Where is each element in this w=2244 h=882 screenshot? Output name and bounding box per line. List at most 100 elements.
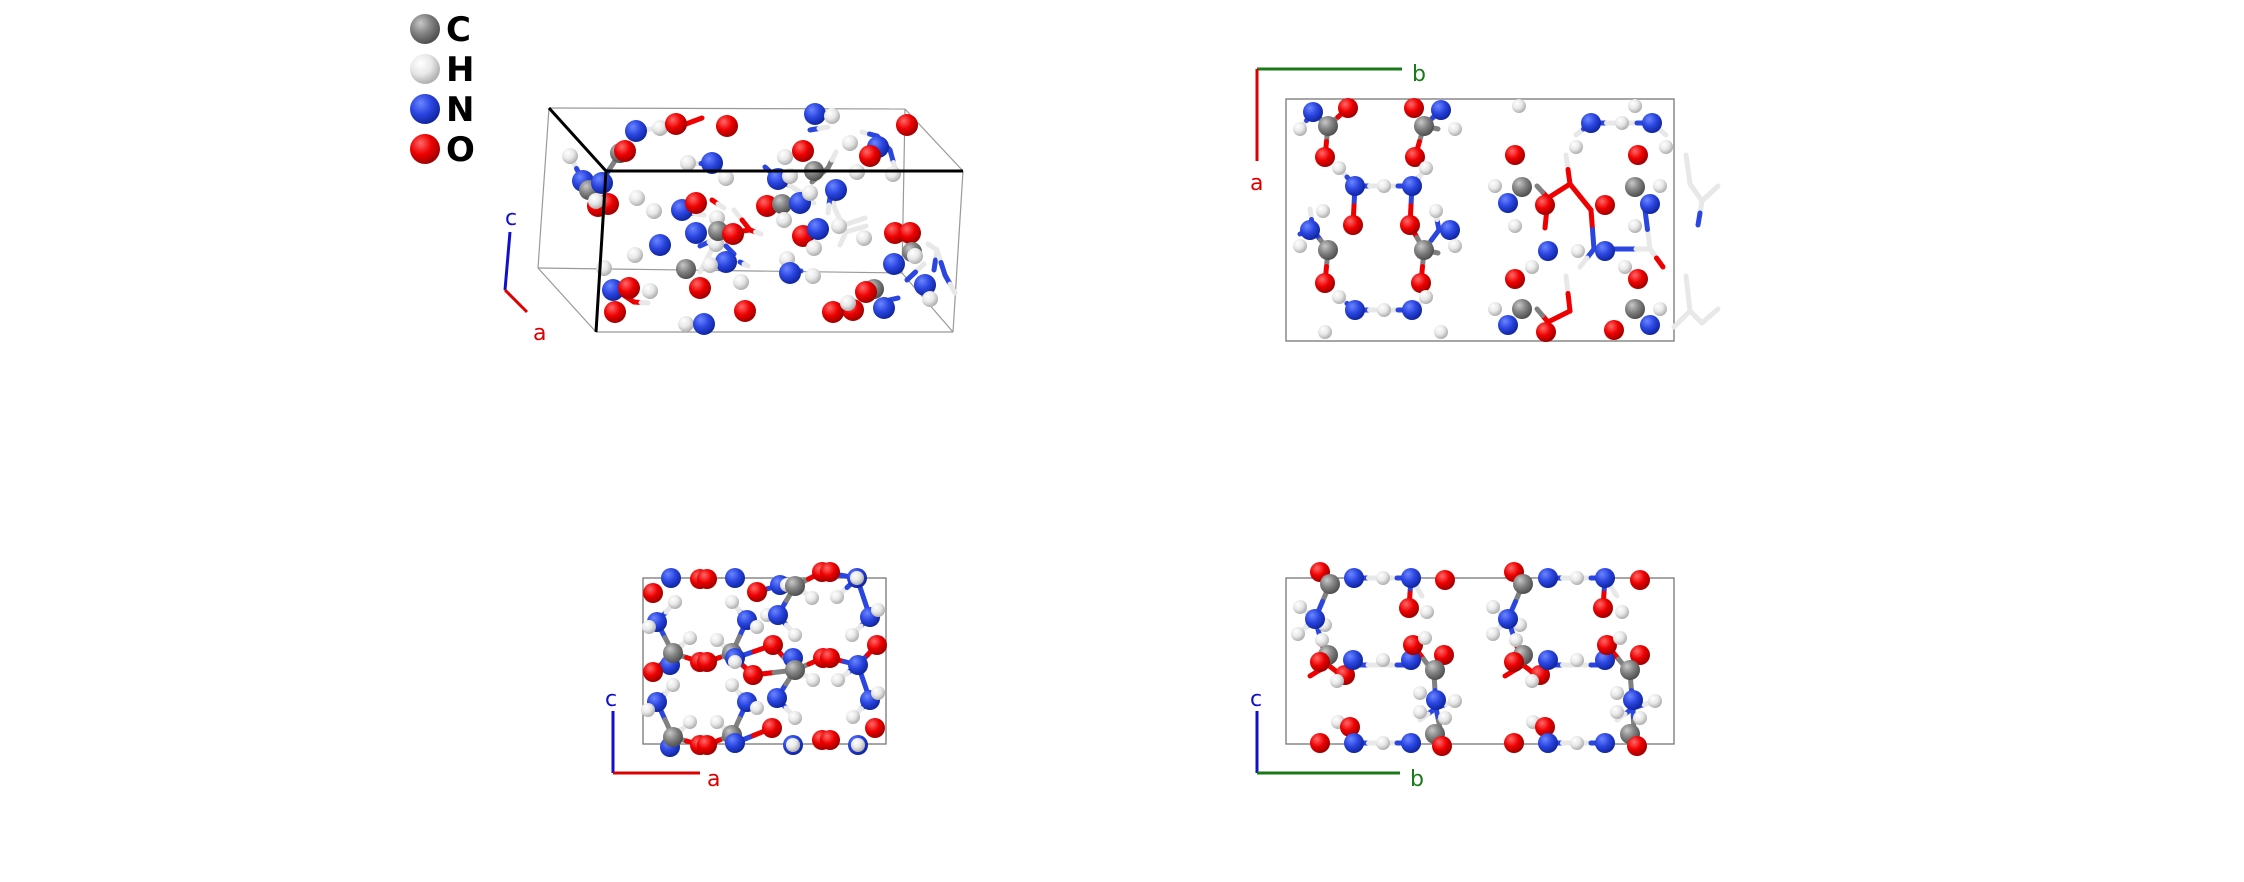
carbon-atom xyxy=(785,660,805,680)
oxygen-atom xyxy=(822,301,844,323)
hydrogen-atom xyxy=(1570,571,1584,585)
axis-c-label: c xyxy=(1250,687,1262,712)
nitrogen-atom xyxy=(1498,609,1518,629)
cell-edge-highlight xyxy=(547,106,608,173)
hydrogen-atom xyxy=(1318,325,1332,339)
hydrogen-atom xyxy=(1618,260,1632,274)
axis-b-label: b xyxy=(1412,62,1426,87)
hydrogen-atom xyxy=(1419,161,1433,175)
hydrogen-atom xyxy=(907,248,923,264)
hydrogen-atom xyxy=(1628,219,1642,233)
oxygen-atom xyxy=(1315,273,1335,293)
oxygen-atom xyxy=(1597,635,1617,655)
cell-edge xyxy=(537,267,597,333)
hydrogen-atom xyxy=(1418,631,1432,645)
hydrogen-atom xyxy=(725,678,739,692)
hydrogen-atom xyxy=(1413,705,1427,719)
nitrogen-atom xyxy=(1401,568,1421,588)
nitrogen-atom xyxy=(1305,609,1325,629)
cell-edge xyxy=(952,170,964,333)
bond xyxy=(1608,584,1620,599)
hydrogen-atom xyxy=(1376,736,1390,750)
bonds-layer xyxy=(1297,105,1721,330)
nitrogen-atom xyxy=(1538,733,1558,753)
carbon-atom xyxy=(1513,574,1533,594)
oxygen-atom xyxy=(1432,736,1452,756)
hydrogen-atom xyxy=(842,135,858,151)
carbon-atom xyxy=(676,259,696,279)
hydrogen-atom xyxy=(850,571,864,585)
bond xyxy=(1563,273,1571,296)
bond xyxy=(638,300,651,306)
oxygen-atom xyxy=(643,583,663,603)
hydrogen-atom xyxy=(1376,653,1390,667)
oxygen-atom xyxy=(1315,147,1335,167)
nitrogen-atom xyxy=(1623,690,1643,710)
hydrogen-atom xyxy=(1569,140,1583,154)
legend-label-carbon: C xyxy=(446,10,471,50)
nitrogen-atom xyxy=(848,655,868,675)
nitrogen-atom xyxy=(1640,194,1660,214)
axis-indicator: ba xyxy=(1250,62,1426,196)
hydrogen-atom xyxy=(562,148,578,164)
legend-item-hydrogen: H xyxy=(410,50,474,90)
oxygen-atom xyxy=(1400,215,1420,235)
hydrogen-atom xyxy=(1315,633,1329,647)
hydrogen-atom xyxy=(1448,239,1462,253)
hydrogen-atom xyxy=(824,108,840,124)
oxygen-atom xyxy=(1403,635,1423,655)
bond xyxy=(1588,207,1595,232)
oxygen-atom xyxy=(1504,733,1524,753)
nitrogen-atom xyxy=(1640,315,1660,335)
hydrogen-atom xyxy=(642,620,656,634)
hydrogen-atom xyxy=(788,628,802,642)
nitrogen-atom xyxy=(807,218,829,240)
element-legend: C H N O xyxy=(410,10,475,170)
bond xyxy=(715,201,727,211)
hydrogen-atom xyxy=(840,295,856,311)
bond xyxy=(1577,255,1590,270)
hydrogen-atom xyxy=(1570,736,1584,750)
axis-a-label: a xyxy=(533,321,546,346)
hydrogen-atom xyxy=(1615,605,1629,619)
hydrogen-atom xyxy=(777,149,793,165)
hydrogen-atom xyxy=(1438,711,1452,725)
oxygen-atom xyxy=(762,718,782,738)
hydrogen-atom xyxy=(725,595,739,609)
hydrogen-atom xyxy=(1486,600,1500,614)
oxygen-sphere-icon xyxy=(410,134,440,164)
hydrogen-atom xyxy=(1633,711,1647,725)
oxygen-atom xyxy=(865,718,885,738)
hydrogen-atom xyxy=(641,703,655,717)
nitrogen-atom xyxy=(693,313,715,335)
oxygen-atom xyxy=(747,582,767,602)
nitrogen-atom xyxy=(1538,568,1558,588)
hydrogen-atom xyxy=(846,710,860,724)
hydrogen-atom xyxy=(831,673,845,687)
legend-item-nitrogen: N xyxy=(410,90,474,130)
hydrogen-atom xyxy=(1653,302,1667,316)
oxygen-atom xyxy=(820,730,840,750)
hydrogen-atom xyxy=(871,603,885,617)
hydrogen-atom xyxy=(750,620,764,634)
hydrogen-atom xyxy=(922,291,938,307)
hydrogen-atom xyxy=(1525,674,1539,688)
nitrogen-atom xyxy=(1401,650,1421,670)
nitrogen-atom xyxy=(1426,690,1446,710)
nitrogen-atom xyxy=(649,234,671,256)
cell-edge-highlight xyxy=(594,170,608,333)
nitrogen-atom xyxy=(1300,220,1320,240)
bond xyxy=(1578,194,1594,213)
oxygen-atom xyxy=(1310,652,1330,672)
nitrogen-atom xyxy=(914,274,936,296)
oxygen-atom xyxy=(697,652,717,672)
oxygen-atom xyxy=(1627,736,1647,756)
axis-c-label: c xyxy=(605,687,617,712)
hydrogen-atom xyxy=(1488,179,1502,193)
nitrogen-atom xyxy=(1538,650,1558,670)
carbon-atom xyxy=(1320,574,1340,594)
hydrogen-atom xyxy=(750,701,764,715)
hydrogen-sphere-icon xyxy=(410,54,440,84)
hydrogen-atom xyxy=(806,240,822,256)
